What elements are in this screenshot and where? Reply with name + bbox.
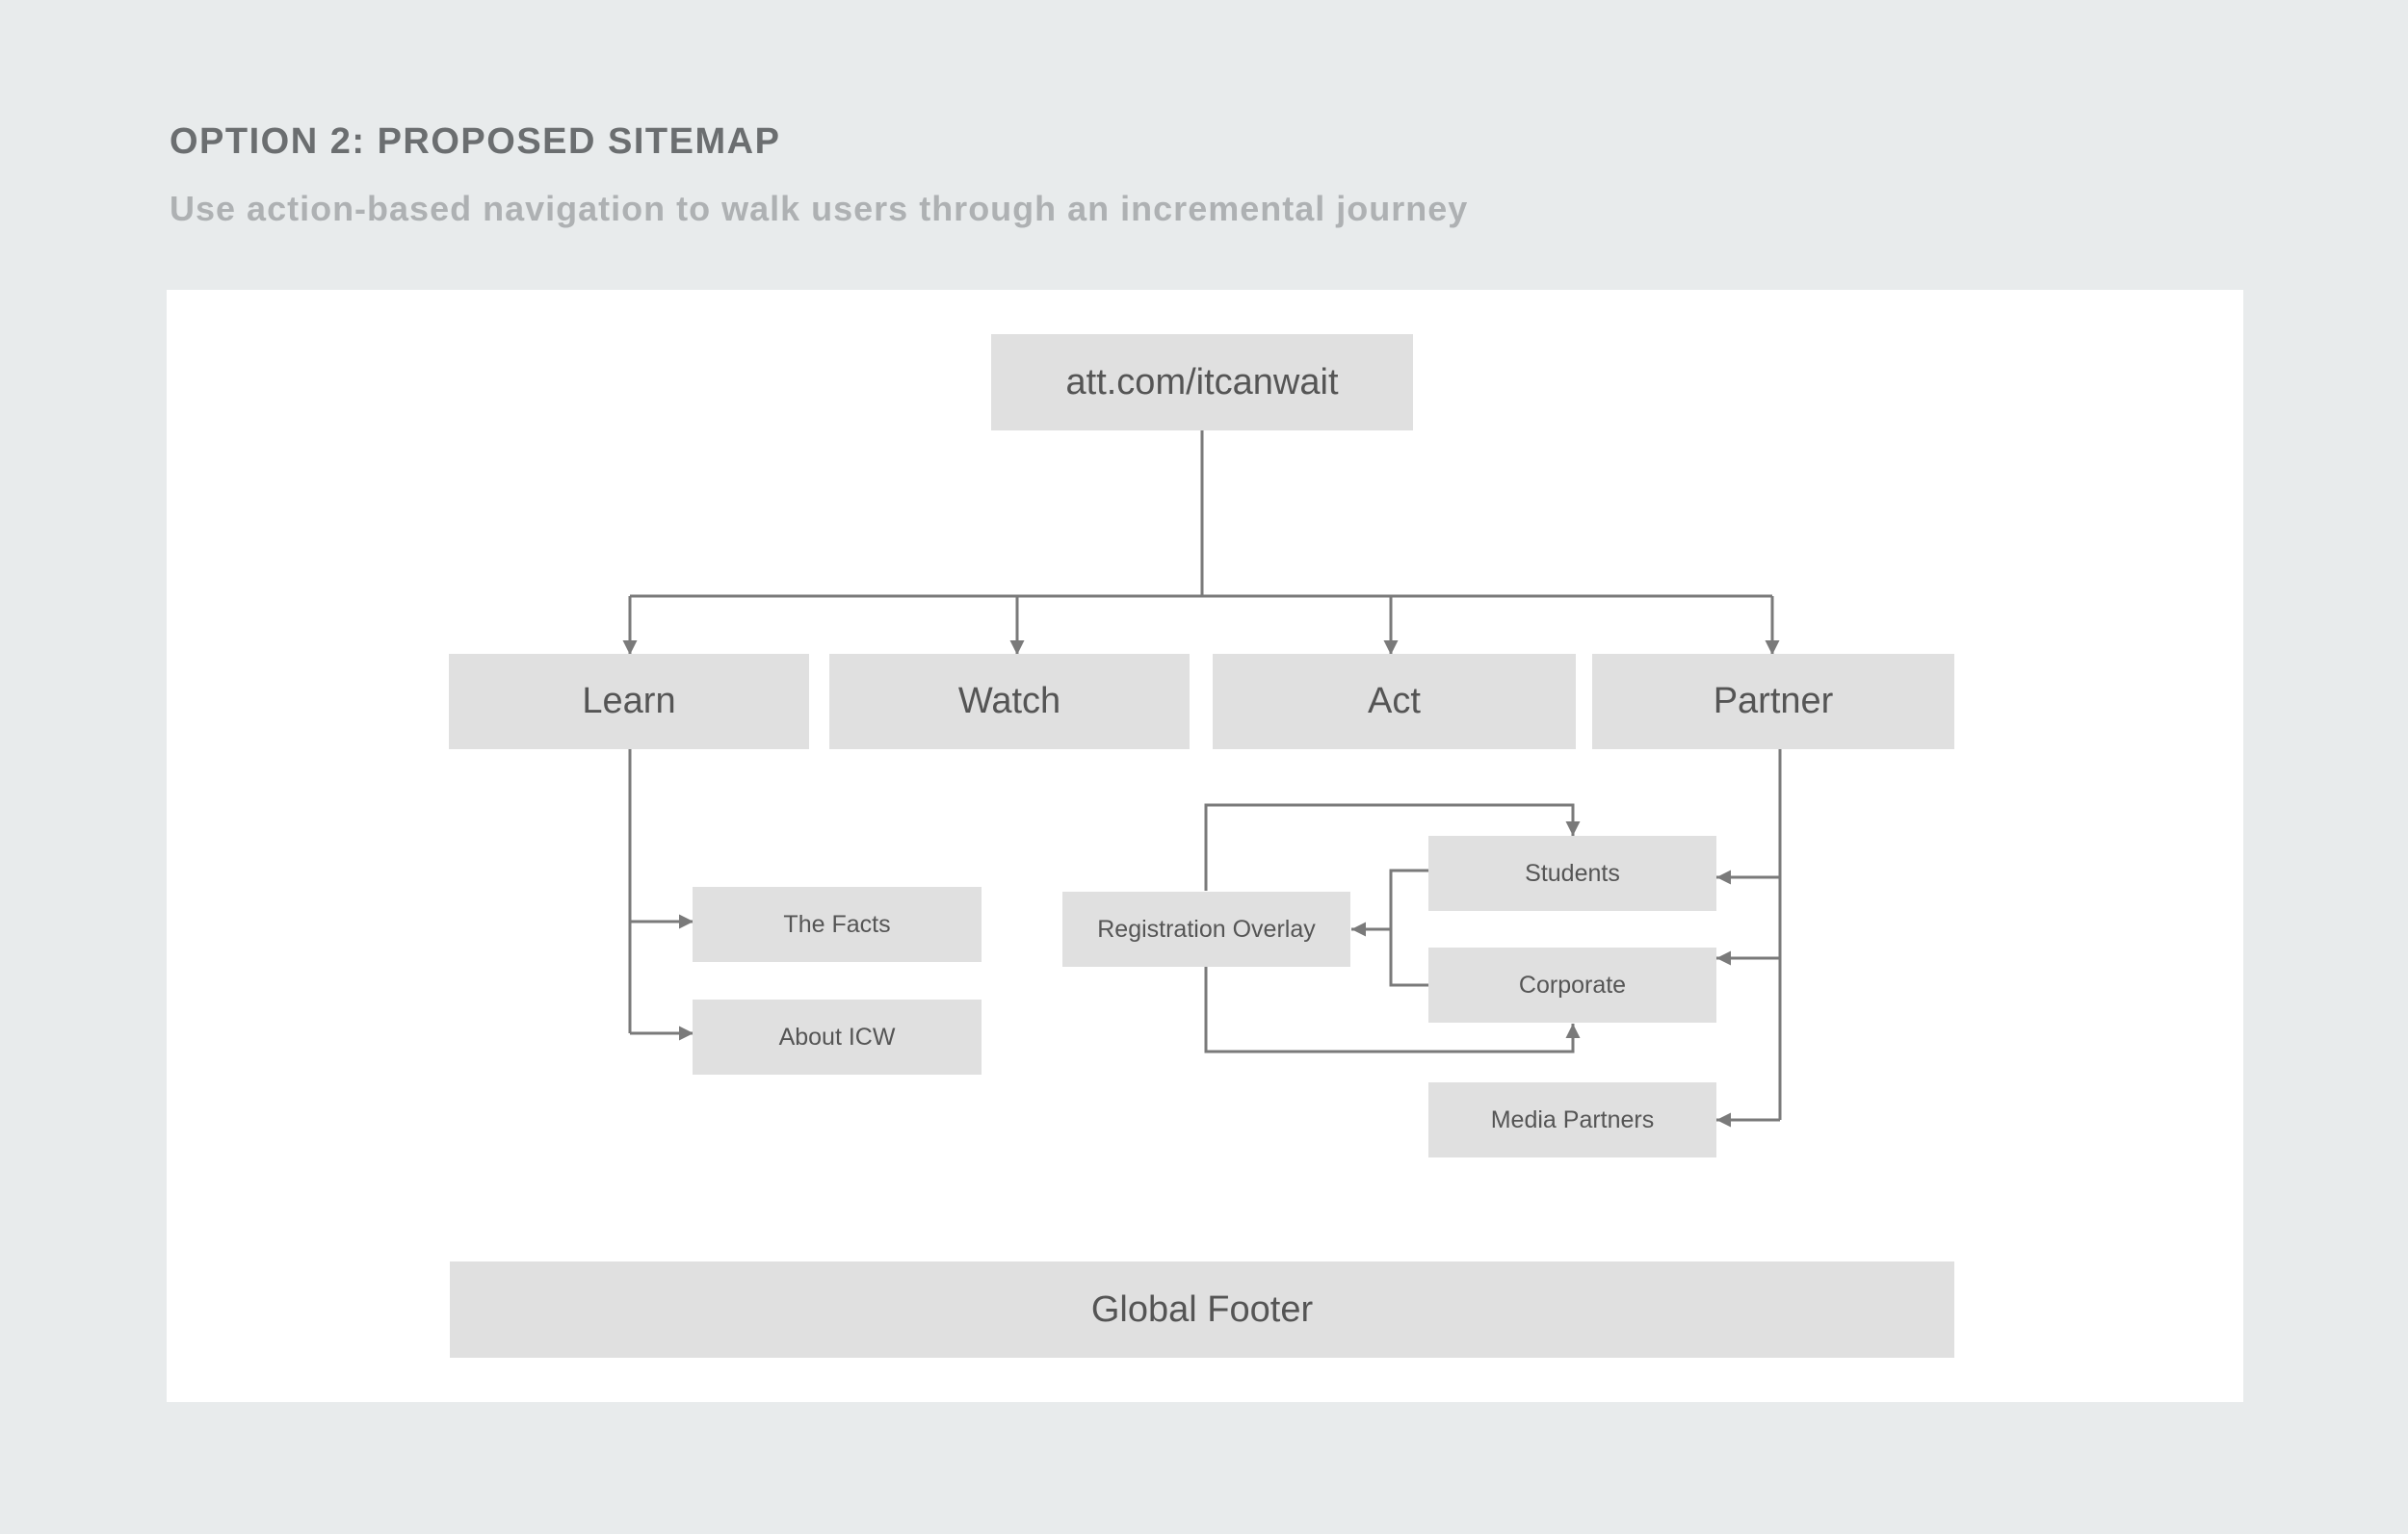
section-act: Act [1213, 654, 1576, 749]
page-media-partners: Media Partners [1428, 1082, 1716, 1157]
section-watch: Watch [829, 654, 1190, 749]
section-learn: Learn [449, 654, 809, 749]
page-corporate: Corporate [1428, 948, 1716, 1023]
page-subtitle: Use action-based navigation to walk user… [170, 189, 1469, 228]
connector-registration-to-students [1204, 803, 1581, 891]
page-registration-overlay: Registration Overlay [1062, 892, 1350, 967]
page-title: OPTION 2: PROPOSED SITEMAP [170, 121, 781, 162]
section-partner: Partner [1592, 654, 1954, 749]
connector-registration-to-corporate [1204, 967, 1581, 1053]
root-node: att.com/itcanwait [991, 334, 1413, 430]
page-students: Students [1428, 836, 1716, 911]
page-the-facts: The Facts [693, 887, 982, 962]
page-about-icw: About ICW [693, 1000, 982, 1075]
global-footer-node: Global Footer [450, 1261, 1954, 1358]
connector-students-to-registration [1389, 869, 1428, 987]
